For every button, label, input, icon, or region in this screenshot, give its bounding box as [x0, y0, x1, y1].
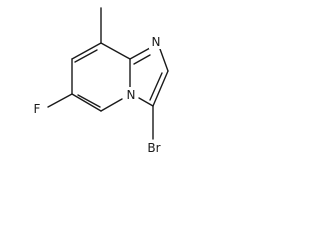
atom-labels: N N F Br: [30, 34, 165, 155]
bond-c8-c7: [71, 42, 102, 60]
bond-c8-c7-inner: [74, 49, 98, 63]
bond-c2-c3: [152, 70, 169, 107]
atom-label-imine-nitrogen: N: [152, 35, 161, 49]
bond-c8a-n1: [129, 47, 151, 60]
bond-c3-n4: [138, 97, 154, 107]
bond-c5-n4: [100, 98, 123, 112]
bond-c2-c3-inner: [149, 72, 163, 101]
bonds: [47, 7, 169, 140]
bond-c8a-c8: [100, 42, 131, 60]
atom-label-bridgehead-nitrogen: N: [127, 88, 136, 102]
bond-c6-c5-inner: [77, 94, 101, 108]
bond-n1-c2: [159, 48, 169, 72]
atom-label-bromine: Br: [147, 141, 160, 155]
bond-c6-c5: [71, 93, 102, 112]
bond-c8a-n1-inner: [133, 54, 151, 65]
bond-c6-f: [47, 93, 73, 108]
atom-label-fluorine: F: [34, 102, 41, 116]
molecule-structure-diagram: N N F Br: [30, 7, 169, 155]
